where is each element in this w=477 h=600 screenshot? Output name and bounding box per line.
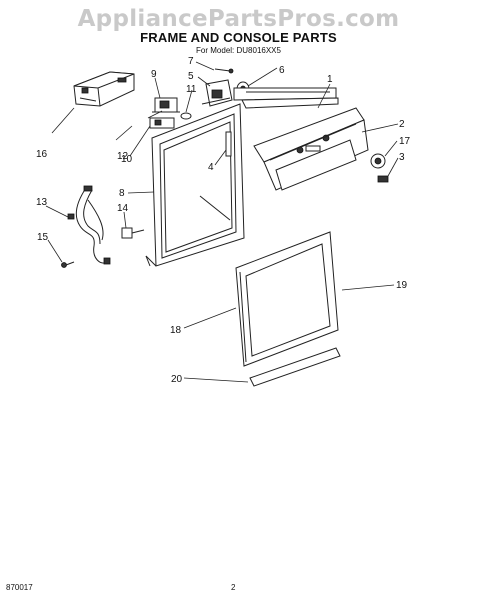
callout-13: 13 xyxy=(36,197,48,208)
part-14-sensor xyxy=(121,227,145,239)
part-18-inner-panel xyxy=(239,271,247,363)
callout-14: 14 xyxy=(117,203,129,214)
part-8-door-frame xyxy=(145,103,245,267)
callout-3: 3 xyxy=(399,152,405,163)
part-3-connector xyxy=(377,175,389,183)
callout-labels: 1 2 3 4 5 6 7 8 9 10 11 12 13 14 15 16 1… xyxy=(36,56,411,385)
part-12-bracket xyxy=(149,117,175,129)
callout-1: 1 xyxy=(327,74,333,85)
part-9-switch xyxy=(152,97,180,113)
callout-15: 15 xyxy=(37,232,49,243)
part-17-knob xyxy=(370,153,386,169)
part-11-clip xyxy=(180,112,192,120)
callout-12: 12 xyxy=(117,151,129,162)
callout-5: 5 xyxy=(188,71,194,82)
leader-lines xyxy=(45,61,399,383)
part-19-outer-panel xyxy=(235,231,339,367)
callout-19: 19 xyxy=(396,280,408,291)
callout-7: 7 xyxy=(188,56,194,67)
callout-17: 17 xyxy=(399,136,411,147)
model-number: For Model: DU8016XX5 xyxy=(196,46,281,55)
part-16-housing xyxy=(73,71,135,107)
part-5-latch xyxy=(201,79,233,107)
page-title: FRAME AND CONSOLE PARTS xyxy=(140,30,337,45)
callout-8: 8 xyxy=(119,188,125,199)
part-1-console-rail xyxy=(233,87,339,109)
part-15-screw xyxy=(61,261,75,268)
watermark: AppliancePartsPros.com xyxy=(77,6,400,32)
callout-6: 6 xyxy=(279,65,285,76)
callout-18: 18 xyxy=(170,325,182,336)
page-number: 2 xyxy=(231,583,236,592)
callout-20: 20 xyxy=(171,374,183,385)
callout-2: 2 xyxy=(399,119,405,130)
part-4-strip xyxy=(225,131,232,157)
part-2-control-panel xyxy=(253,107,369,191)
callout-11: 11 xyxy=(186,84,197,95)
part-7-screw xyxy=(214,68,234,74)
part-13-wire-harness xyxy=(67,185,111,265)
part-20-trim-strip xyxy=(249,347,341,387)
callout-10: 10 xyxy=(121,154,133,165)
callout-9: 9 xyxy=(151,69,157,80)
document-number: 870017 xyxy=(6,583,33,592)
callout-4: 4 xyxy=(208,162,214,173)
callout-16: 16 xyxy=(36,149,48,160)
